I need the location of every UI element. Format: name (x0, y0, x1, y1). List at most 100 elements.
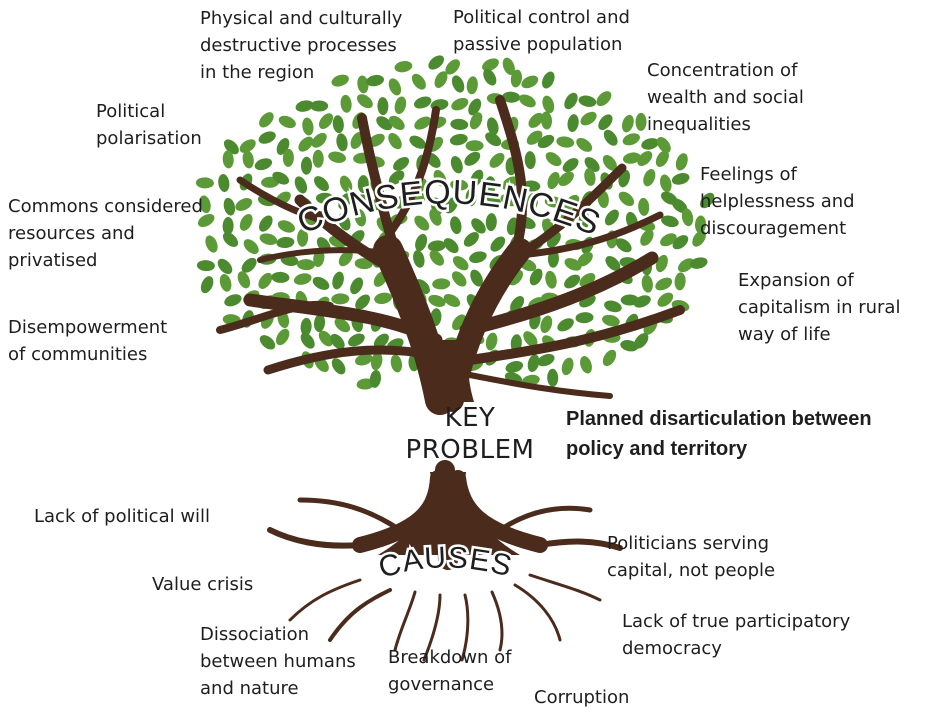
leaf (638, 197, 650, 216)
leaf (537, 134, 555, 149)
leaf (578, 95, 597, 107)
leaf (470, 169, 484, 187)
leaf (354, 208, 367, 227)
leaf (237, 271, 251, 289)
leaf (564, 194, 580, 210)
leaf (223, 197, 236, 216)
leaf (542, 95, 555, 114)
leaf (575, 312, 594, 324)
leaf (655, 254, 668, 273)
leaf (547, 171, 560, 190)
leaf (527, 354, 540, 373)
leaf (465, 188, 477, 207)
leaf (276, 236, 295, 249)
key-problem-heading: KEY PROBLEM (405, 403, 535, 465)
leaf (485, 332, 498, 351)
leaf (556, 136, 575, 148)
consequence-label: Disempowerment of communities (8, 317, 168, 365)
leaf (469, 112, 483, 130)
leaf (490, 236, 506, 252)
leaf (465, 140, 484, 152)
leaf (655, 150, 669, 167)
leaf (393, 157, 410, 171)
leaf (318, 330, 333, 347)
leaf (524, 151, 536, 170)
leaf (545, 152, 562, 167)
leaf (671, 173, 690, 185)
leaf (641, 138, 659, 150)
leaf (519, 94, 536, 108)
cause-label: Lack of political will (34, 506, 211, 527)
leaf (675, 153, 688, 171)
leaf (505, 361, 524, 373)
leaf (623, 152, 641, 164)
leaf (483, 68, 497, 86)
leaf (452, 256, 469, 271)
leaf (302, 117, 314, 136)
leaf (340, 94, 352, 113)
leaf (368, 133, 385, 147)
leaf (637, 151, 653, 166)
leaf (318, 113, 334, 129)
leaf (312, 149, 324, 168)
leaf (390, 354, 403, 373)
leaf (622, 114, 634, 133)
leaf (411, 73, 426, 90)
leaf (674, 272, 686, 291)
key-problem-statement: Planned disarticulation between policy a… (566, 408, 872, 460)
leaf (241, 257, 257, 273)
leaf (277, 220, 295, 233)
leaf (469, 251, 487, 264)
leaf (482, 58, 499, 72)
leaf (443, 238, 459, 254)
leaf (295, 100, 314, 112)
leaf (564, 92, 578, 110)
leaf (428, 55, 445, 70)
leaf (510, 69, 523, 88)
leaf (557, 318, 574, 332)
leaf (576, 137, 593, 152)
leaf (464, 151, 481, 166)
leaf (487, 117, 499, 136)
leaf (427, 240, 446, 252)
leaf (528, 112, 544, 128)
leaf (394, 96, 407, 115)
leaf (605, 256, 621, 271)
consequence-label: Expansion of capitalism in rural way of … (738, 270, 901, 345)
leaf (633, 295, 651, 308)
leaf (672, 235, 689, 250)
leaf (547, 368, 559, 387)
leaf (468, 98, 482, 116)
leaf (449, 133, 468, 146)
leaf (700, 192, 715, 209)
leaf (414, 215, 430, 231)
leaf (413, 250, 425, 268)
leaf (604, 209, 619, 226)
leaf (356, 94, 373, 109)
leaf (217, 258, 233, 275)
leaf (656, 136, 671, 153)
leaf (615, 238, 632, 253)
leaf (640, 229, 654, 246)
leaf (259, 215, 273, 232)
leaf (502, 91, 521, 103)
leaf (643, 169, 656, 187)
leaf (332, 271, 344, 290)
leaf (336, 133, 348, 152)
leaf (596, 91, 612, 107)
leaf (657, 292, 674, 307)
leaf (294, 176, 308, 194)
leaf (433, 169, 447, 187)
leaf (374, 292, 392, 304)
trunk (425, 340, 474, 402)
leaf (348, 333, 365, 347)
leaf (545, 270, 557, 289)
leaf (224, 294, 242, 307)
leaf (671, 198, 688, 213)
consequence-label: Political polarisation (96, 101, 202, 149)
leaf (197, 213, 215, 228)
leaf (242, 150, 254, 169)
cause-label: Value crisis (152, 574, 254, 595)
leaf (561, 357, 574, 376)
